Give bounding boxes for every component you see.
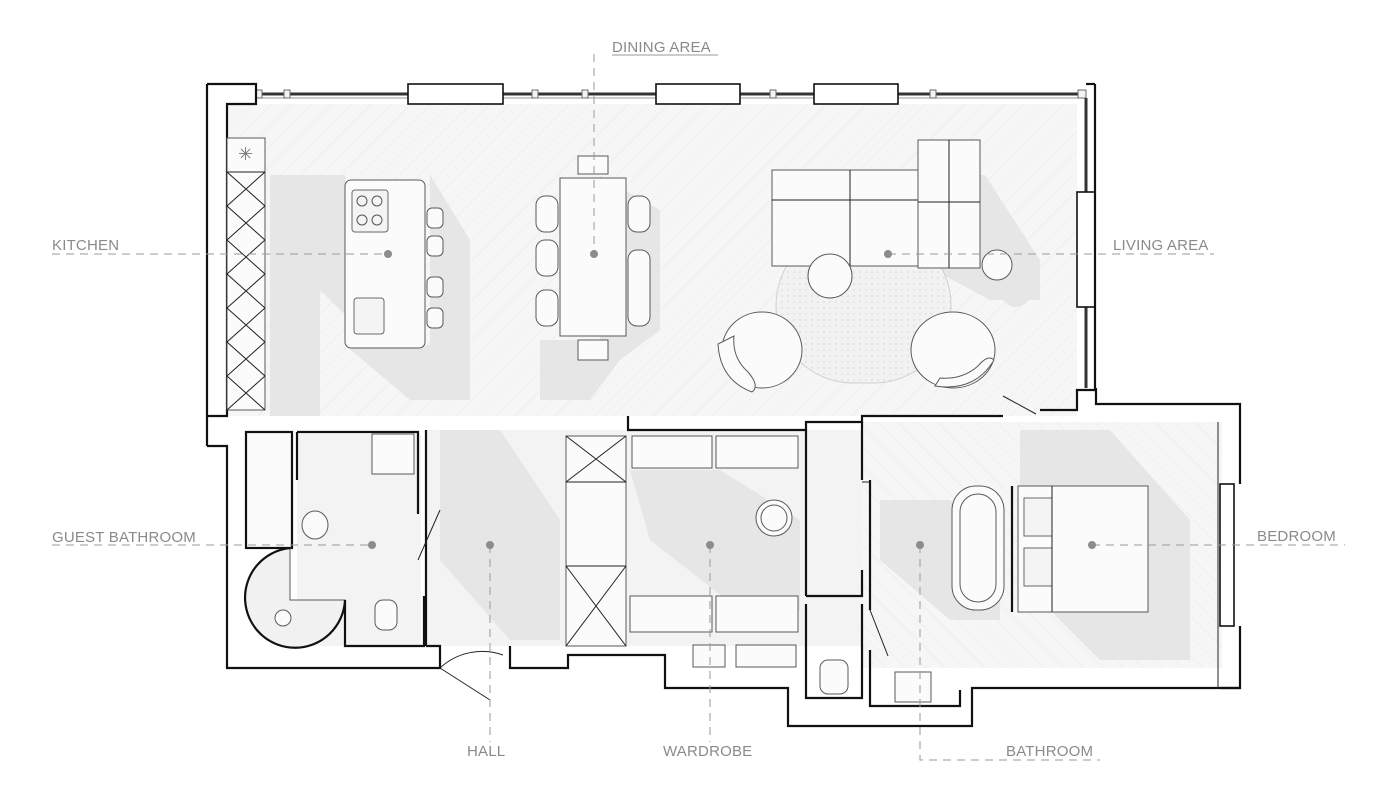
right-windows — [1076, 98, 1235, 627]
label-bedroom: BEDROOM — [1257, 528, 1336, 545]
kitchen-island — [344, 179, 444, 349]
window-right-2 — [1219, 483, 1235, 627]
label-kitchen: KITCHEN — [52, 237, 119, 254]
doors — [417, 395, 1037, 701]
label-living-area: LIVING AREA — [1113, 237, 1209, 254]
top-windows — [255, 83, 1087, 105]
kitchen-cabinets: ✳ — [226, 137, 266, 411]
window-right-1 — [1076, 191, 1096, 308]
window-top-1 — [407, 83, 504, 105]
label-dining-area: DINING AREA — [612, 39, 711, 56]
window-top-3 — [813, 83, 899, 105]
label-bathroom: BATHROOM — [1006, 743, 1093, 760]
label-hall: HALL — [467, 743, 505, 760]
bath-bedroom-fixtures — [819, 485, 1149, 703]
window-top-2 — [655, 83, 741, 105]
room-markers — [368, 250, 1096, 549]
label-guest-bathroom: GUEST BATHROOM — [52, 529, 196, 546]
living-furniture — [717, 139, 1031, 393]
label-wardrobe: WARDROBE — [663, 743, 752, 760]
svg-text:✳: ✳ — [238, 144, 253, 165]
hall-wardrobe-fixtures — [565, 435, 799, 668]
leader-lines — [52, 54, 1345, 761]
room-labels: DINING AREA KITCHEN LIVING AREA GUEST BA… — [52, 39, 1336, 760]
walls — [205, 82, 1242, 728]
dining-table — [535, 155, 651, 361]
guest-bath-fixtures — [244, 433, 415, 649]
